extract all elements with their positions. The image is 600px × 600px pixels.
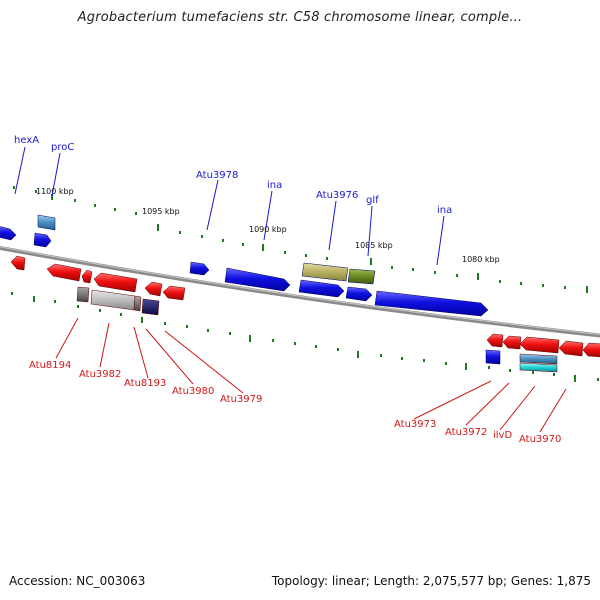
- gene-feature[interactable]: [133, 295, 142, 312]
- ruler-label: 1095 kbp: [142, 207, 180, 216]
- map-title: Agrobacterium tumefaciens str. C58 chrom…: [77, 10, 523, 25]
- gene-label[interactable]: Atu3980: [172, 386, 214, 397]
- gene-label[interactable]: proC: [51, 142, 74, 153]
- gene-feature[interactable]: [519, 353, 558, 365]
- gene-feature[interactable]: [486, 333, 504, 348]
- reverse-genes[interactable]: [10, 255, 600, 373]
- gene-label[interactable]: Atu3976: [316, 190, 358, 201]
- chromosome-backbone: [0, 245, 600, 338]
- gene-feature[interactable]: [582, 342, 600, 358]
- gene-feature[interactable]: [93, 272, 138, 293]
- gene-label[interactable]: ilvD: [493, 430, 512, 441]
- gene-feature[interactable]: [485, 349, 501, 365]
- topology-text: Topology: linear; Length: 2,075,577 bp; …: [271, 574, 591, 588]
- lower-ruler: [11, 292, 599, 382]
- gene-label[interactable]: Atu3982: [79, 369, 121, 380]
- lower-leaders: [55, 317, 567, 433]
- gene-feature[interactable]: [90, 289, 136, 311]
- gene-feature[interactable]: [76, 286, 90, 303]
- gene-feature[interactable]: [374, 290, 489, 317]
- gene-feature[interactable]: [345, 286, 373, 302]
- gene-label[interactable]: Atu3978: [196, 170, 238, 181]
- gene-feature[interactable]: [46, 263, 82, 282]
- gene-feature[interactable]: [10, 255, 26, 271]
- gene-feature[interactable]: [298, 279, 345, 298]
- gene-label[interactable]: Atu3979: [220, 394, 262, 405]
- gene-feature[interactable]: [301, 262, 349, 282]
- gene-label[interactable]: ina: [437, 205, 452, 216]
- chromosome-backbone-highlight: [0, 246, 600, 335]
- gene-feature[interactable]: [141, 298, 160, 316]
- gene-feature[interactable]: [33, 232, 52, 248]
- gene-feature[interactable]: [189, 261, 210, 276]
- accession-text: Accession: NC_003063: [9, 574, 146, 588]
- upper-ruler: [13, 186, 588, 293]
- upper-leaders: [14, 146, 445, 266]
- gene-feature[interactable]: [519, 336, 560, 354]
- gene-label[interactable]: Atu8194: [29, 360, 71, 371]
- gene-feature[interactable]: [37, 214, 56, 231]
- ruler-label: 1085 kbp: [355, 241, 393, 250]
- gene-label[interactable]: hexA: [14, 135, 39, 146]
- ruler-label: 1080 kbp: [462, 255, 500, 264]
- ruler-label: 1100 kbp: [36, 187, 74, 196]
- gene-label[interactable]: Atu3972: [445, 427, 487, 438]
- gene-feature[interactable]: [0, 226, 17, 241]
- gene-label[interactable]: ina: [267, 180, 282, 191]
- forward-genes[interactable]: [0, 214, 501, 365]
- gene-label[interactable]: Atu3973: [394, 419, 436, 430]
- gene-feature[interactable]: [162, 285, 186, 301]
- gene-feature[interactable]: [81, 269, 93, 284]
- gene-feature[interactable]: [144, 281, 163, 297]
- gene-feature[interactable]: [558, 340, 584, 357]
- ruler-label: 1090 kbp: [249, 225, 287, 234]
- gene-feature[interactable]: [519, 362, 558, 373]
- gene-feature[interactable]: [224, 267, 291, 292]
- gene-label[interactable]: glf: [366, 195, 379, 206]
- gene-feature[interactable]: [347, 268, 376, 285]
- gene-feature[interactable]: [502, 335, 522, 350]
- gene-label[interactable]: Atu8193: [124, 378, 166, 389]
- gene-label[interactable]: Atu3970: [519, 434, 561, 445]
